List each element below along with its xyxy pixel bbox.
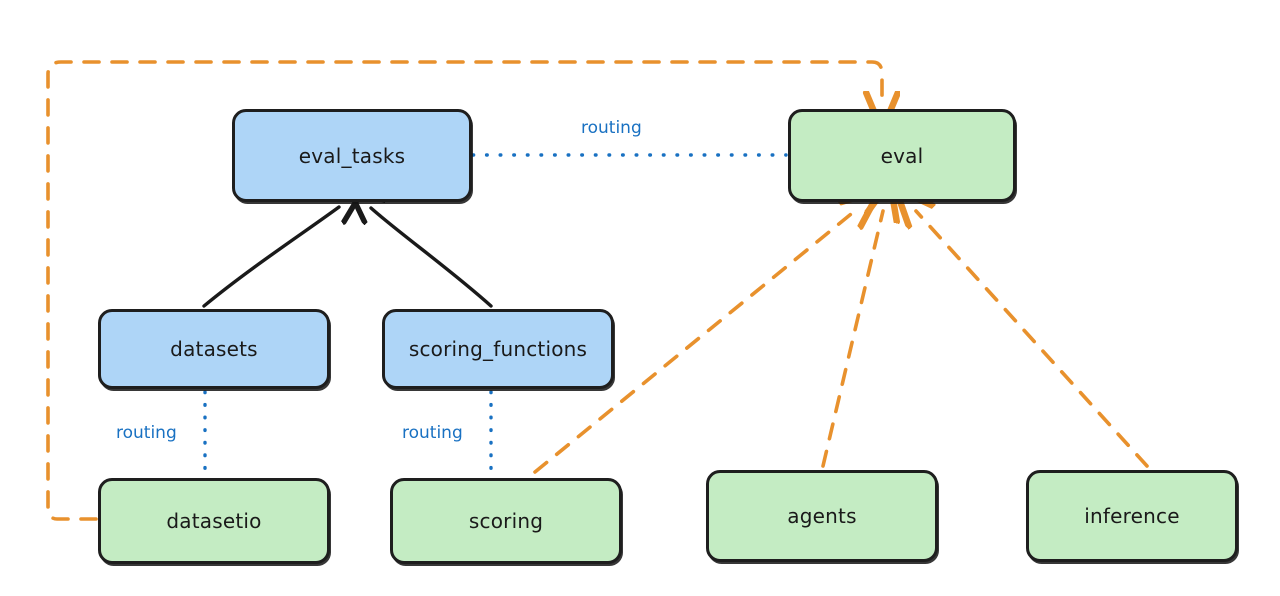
node-scoring[interactable]: scoring bbox=[390, 478, 622, 564]
node-label-scoring: scoring bbox=[468, 509, 544, 533]
node-label-eval-tasks: eval_tasks bbox=[298, 143, 406, 168]
edge-label-routing-scoring-functions-scoring: routing bbox=[399, 423, 466, 443]
node-eval[interactable]: eval bbox=[788, 109, 1016, 202]
edge-agents-to-eval-dependency bbox=[821, 211, 883, 468]
node-inference[interactable]: inference bbox=[1026, 470, 1238, 562]
edge-label-routing-datasets-datasetio: routing bbox=[113, 423, 180, 443]
node-label-inference: inference bbox=[1084, 504, 1180, 528]
edge-datasets-to-eval-tasks bbox=[202, 207, 339, 308]
node-label-agents: agents bbox=[787, 504, 857, 528]
edge-scoring-functions-to-eval-tasks bbox=[371, 208, 493, 308]
node-datasetio[interactable]: datasetio bbox=[98, 478, 330, 564]
node-datasets[interactable]: datasets bbox=[98, 309, 330, 389]
edge-label-routing-eval-tasks-eval: routing bbox=[578, 118, 645, 138]
node-eval-tasks[interactable]: eval_tasks bbox=[232, 109, 472, 202]
node-agents[interactable]: agents bbox=[706, 470, 938, 562]
edge-datasetio-to-eval-dependency bbox=[46, 60, 882, 521]
node-scoring-functions[interactable]: scoring_functions bbox=[382, 309, 614, 389]
node-label-scoring-functions: scoring_functions bbox=[408, 337, 588, 361]
edge-inference-to-eval-dependency bbox=[916, 211, 1149, 468]
edge-scoring-to-eval-dependency bbox=[533, 210, 856, 474]
node-label-datasets: datasets bbox=[170, 337, 258, 361]
node-label-datasetio: datasetio bbox=[166, 509, 262, 533]
node-label-eval: eval bbox=[880, 143, 924, 168]
